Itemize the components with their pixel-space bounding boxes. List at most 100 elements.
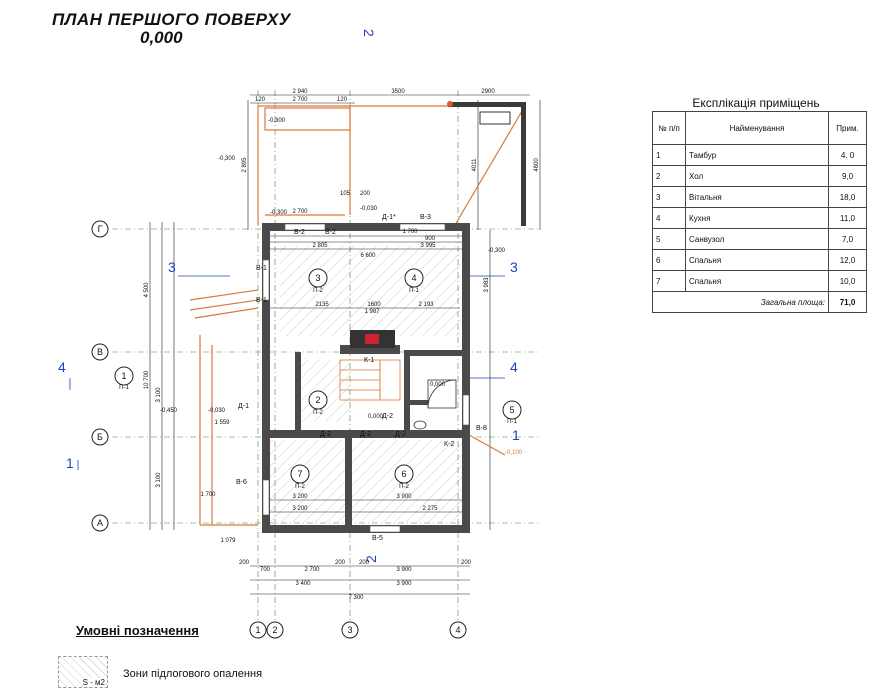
dim-text: 6 600 (360, 253, 376, 259)
window-v1-a: В-1 (256, 265, 267, 272)
dim-text: 3 200 (292, 494, 308, 500)
row-name: Спальня (685, 249, 829, 271)
swatch-label: S - м2 (82, 678, 105, 687)
row-name: Тамбур (685, 144, 829, 166)
section-mark-2-bottom: 2 (363, 555, 379, 563)
heated-floor-zones (262, 246, 462, 522)
dim-text: 3 983 (484, 277, 490, 293)
dim-text: 2 700 (292, 97, 308, 103)
axis-label-2: 2 (272, 625, 277, 635)
section-mark-3-right: 3 (510, 259, 518, 275)
dim-text: 200 (239, 560, 250, 566)
row-num: 5 (652, 228, 686, 250)
terrace-wall (447, 101, 526, 226)
axis-label-3: 3 (347, 625, 352, 635)
axis-label-b: Б (97, 432, 103, 442)
room-7-code: П-2 (295, 484, 305, 490)
dim-text: 3 200 (292, 506, 308, 512)
room-6-code: П-2 (399, 484, 409, 490)
heated-floor-swatch: S - м2 (58, 656, 108, 688)
row-area: 18,0 (828, 186, 867, 208)
row-name: Спальня (685, 270, 829, 292)
level-mark: -0,030 (360, 206, 378, 212)
dim-text: 3 100 (156, 472, 162, 488)
dim-text: 700 (260, 567, 271, 573)
room-3-num: 3 (315, 273, 320, 283)
dim-text: 1 700 (200, 492, 216, 498)
section-arrows (69, 275, 505, 470)
dim-text: 4011 (472, 158, 478, 172)
dim-text: 1 079 (220, 538, 236, 544)
dim-text: 2 940 (292, 89, 308, 95)
dim-text: 2 895 (242, 157, 248, 173)
dim-text: 4800 (534, 158, 540, 172)
window-v2-a: В-2 (294, 229, 305, 236)
section-mark-3-left: 3 (168, 259, 176, 275)
table-header-row: № п/п Найменування Прим. (652, 111, 867, 145)
section-mark-1-left: 1 (66, 455, 74, 471)
row-name: Санвузол (685, 228, 829, 250)
window-v5: В-5 (372, 535, 383, 542)
window-v6: В-6 (236, 479, 247, 486)
element-k1: К-1 (364, 357, 374, 364)
row-num: 3 (652, 186, 686, 208)
row-area: 9,0 (828, 165, 867, 187)
level-mark: -0,030 (208, 408, 226, 414)
window-v8: В-8 (476, 425, 487, 432)
walls (262, 223, 470, 533)
dim-text: 3 900 (396, 581, 412, 587)
plan-level: 0,000 (140, 28, 183, 47)
dim-text: 120 (255, 97, 266, 103)
dim-text: 2 193 (418, 302, 434, 308)
door-d1-star: Д-1* (382, 214, 396, 221)
total-value: 71,0 (828, 291, 867, 313)
row-num: 4 (652, 207, 686, 229)
room-2-code: П-2 (313, 410, 323, 416)
row-num: 2 (652, 165, 686, 187)
axis-label-4: 4 (455, 625, 460, 635)
row-name: Вітальня (685, 186, 829, 208)
element-k2: К-2 (444, 441, 454, 448)
dim-text: 2900 (481, 89, 495, 95)
dim-text: 3 100 (156, 387, 162, 403)
axis-label-v: В (97, 347, 103, 357)
door-d1: Д-1 (238, 403, 249, 410)
window-v2-b: В-2 (325, 229, 336, 236)
dim-text: 3 900 (396, 494, 412, 500)
axis-label-a: А (97, 518, 103, 528)
dim-text: 1 559 (214, 420, 230, 426)
room-4-code: П-1 (409, 288, 419, 294)
dim-text: 3 400 (295, 581, 311, 587)
door-d2-b: Д-2 (360, 431, 371, 438)
dim-text: 3 995 (420, 243, 436, 249)
dim-text: 2 700 (292, 209, 308, 215)
level-mark: 0,000 (430, 382, 446, 388)
dim-text: 10 700 (144, 370, 150, 389)
dim-text: 2 275 (422, 506, 438, 512)
row-area: 11,0 (828, 207, 867, 229)
axis-bubbles (91, 220, 522, 639)
section-mark-2-top: 2 (361, 29, 377, 37)
level-mark: 0,000 (368, 414, 384, 420)
dim-text: 4 500 (144, 282, 150, 298)
dim-text: 200 (359, 560, 370, 566)
dim-text: 3500 (391, 89, 405, 95)
level-mark: -0,300 (268, 118, 286, 124)
dim-text: 900 (425, 236, 436, 242)
dim-text: 1600 (367, 302, 381, 308)
row-name: Хол (685, 165, 829, 187)
door-d2-c: Д-2 (382, 413, 393, 420)
level-mark: -0,450 (160, 408, 178, 414)
level-mark: -0,300 (270, 210, 288, 216)
total-label: Загальна площа: (652, 291, 829, 313)
room-5-code: П-1 (507, 419, 517, 425)
axis-label-g: Г (98, 224, 103, 234)
axis-label-1: 1 (255, 625, 260, 635)
window-v1-b: В-1 (256, 297, 267, 304)
legend-title: Умовні позначення (76, 623, 199, 638)
header-name: Найменування (685, 111, 829, 145)
